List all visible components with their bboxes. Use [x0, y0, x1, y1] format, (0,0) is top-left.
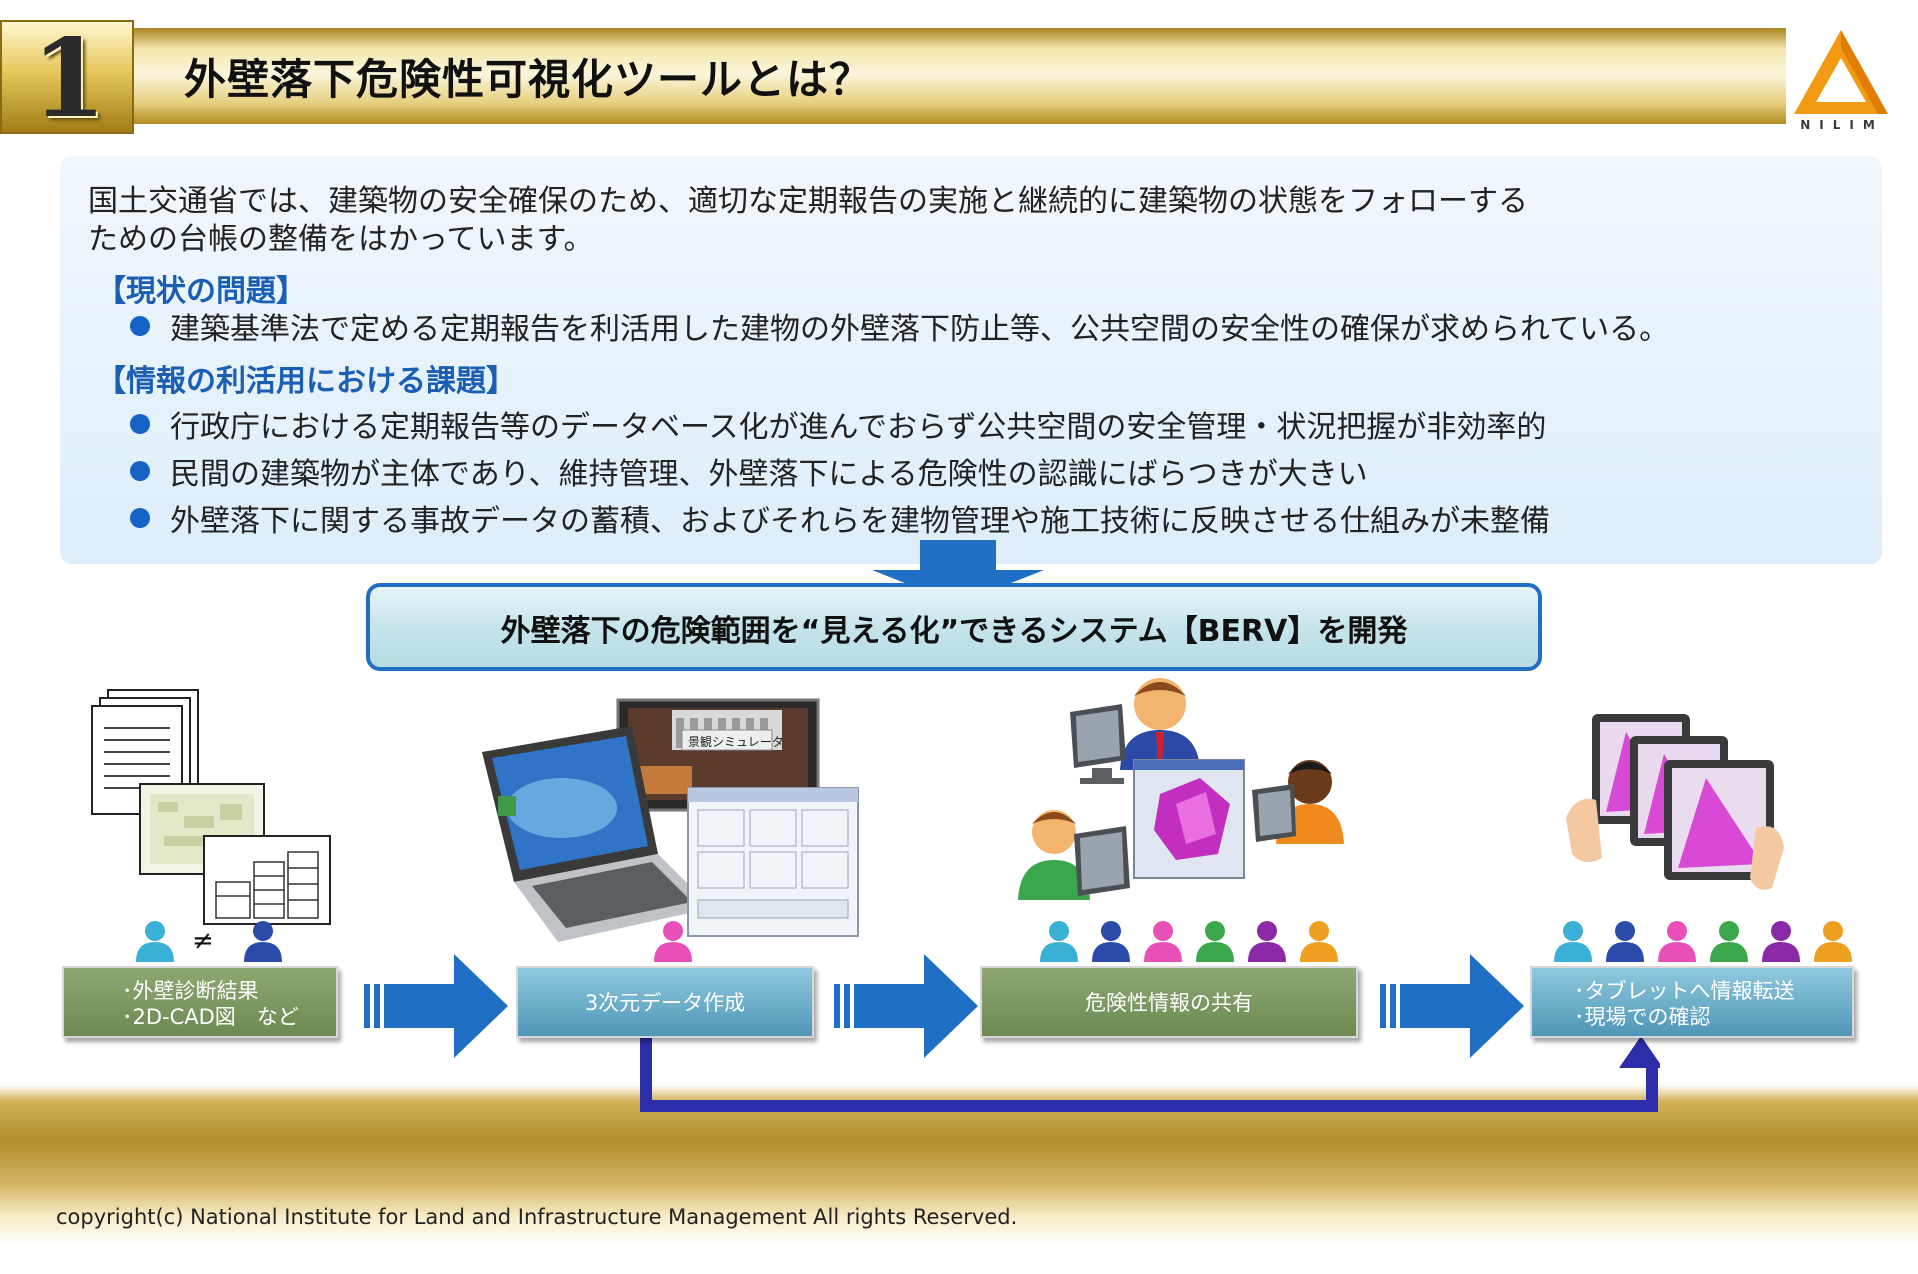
people-icons-group-sharing	[1040, 921, 1338, 962]
people-icons-group-field	[1554, 921, 1852, 962]
person-icon-teal	[136, 921, 174, 962]
documents-illustration	[91, 689, 331, 925]
nilim-logo-icon	[1786, 22, 1896, 134]
challenge-bullet-2: 民間の建築物が主体であり、維持管理、外壁落下による危険性の認識にばらつきが大きい	[170, 457, 1368, 492]
issue-bullet-1: 建築基準法で定める定期報告を利活用した建物の外壁落下防止等、公共空間の安全性の確…	[170, 312, 1670, 347]
flow-arrow-icon	[834, 954, 978, 1058]
step-tablet-line-1: ･タブレットへ情報転送	[1574, 979, 1795, 1003]
bullet-icon	[130, 461, 150, 481]
section-number: 1	[31, 16, 107, 142]
challenge-bullet-1: 行政庁における定期報告等のデータベース化が進んでおらず公共空間の安全管理・状況把…	[170, 410, 1547, 445]
intro-line-2: ための台帳の整備をはかっています。	[88, 222, 594, 257]
flow-arrow-icon	[1380, 954, 1524, 1058]
person-icon-pink	[654, 921, 692, 962]
intro-line-1: 国土交通省では、建築物の安全確保のため、適切な定期報告の実施と継続的に建築物の状…	[88, 184, 1528, 219]
section-heading-challenges: 【情報の利活用における課題】	[96, 364, 516, 399]
logo-text: NILIM	[1800, 118, 1884, 132]
section-number-badge: 1	[0, 16, 134, 142]
step-input-box	[62, 966, 338, 1038]
bullet-icon	[130, 414, 150, 434]
step-sharing-box	[980, 966, 1358, 1038]
information-sharing-illustration	[1018, 678, 1344, 900]
page-title: 外壁落下危険性可視化ツールとは？	[184, 55, 873, 104]
header-bar	[0, 28, 1790, 124]
step-tablet-box	[1530, 966, 1854, 1038]
tablets-illustration	[1566, 714, 1784, 890]
person-icon-navy	[244, 921, 282, 962]
step-input-line-1: ･外壁診断結果	[122, 979, 259, 1003]
step-sharing-label: 危険性情報の共有	[1085, 991, 1253, 1015]
bullet-icon	[130, 508, 150, 528]
challenge-bullet-3: 外壁落下に関する事故データの蓄積、およびそれらを建物管理や施工技術に反映させる仕…	[170, 504, 1550, 539]
laptop-simulator-illustration: 景観シミュレータ	[482, 698, 859, 942]
return-arrow-base-icon	[640, 1085, 1658, 1112]
berv-banner-text: 外壁落下の危険範囲を“見える化”できるシステム【BERV】を開発	[500, 614, 1408, 649]
step-3d-data-box	[516, 966, 814, 1038]
flow-arrow-icon	[364, 954, 508, 1058]
berv-banner	[366, 583, 1542, 671]
not-equal-sign: ≠	[192, 926, 214, 956]
section-heading-current-issues: 【現状の問題】	[96, 274, 306, 309]
step-input-line-2: ･2D-CAD図 など	[122, 1005, 299, 1029]
step-3d-data-label: 3次元データ作成	[584, 991, 746, 1015]
step-tablet-line-2: ･現場での確認	[1574, 1005, 1711, 1029]
copyright-text: copyright(c) National Institute for Land…	[56, 1205, 1018, 1229]
simulator-label: 景観シミュレータ	[688, 735, 784, 749]
bullet-icon	[130, 316, 150, 336]
info-panel	[60, 156, 1882, 564]
